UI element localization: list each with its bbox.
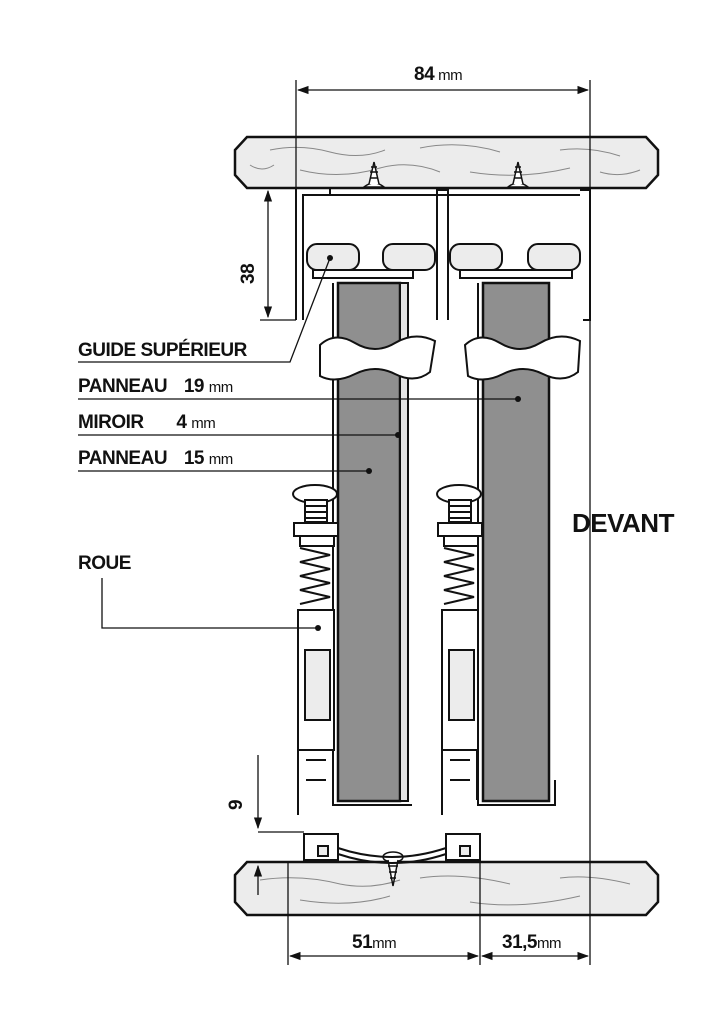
overall-width-dimension: 84 mm	[414, 64, 463, 86]
left-wheel-assembly	[292, 484, 339, 815]
top-rollers	[306, 243, 581, 279]
callout-miroir: MIROIR 4 mm	[78, 412, 216, 434]
callout-panneau-15: PANNEAU 15 mm	[78, 448, 233, 470]
bottom-left-width-dimension: 51mm	[352, 932, 397, 954]
callout-panneau-19-label: PANNEAU	[78, 376, 168, 397]
break-lines	[319, 335, 582, 381]
callout-miroir-unit: mm	[191, 415, 216, 432]
callout-panneau-15-unit: mm	[208, 451, 234, 468]
callout-leaders	[78, 257, 518, 629]
callout-miroir-value: 4	[176, 412, 187, 433]
bottom-wood-board	[233, 860, 660, 917]
callout-panneau-15-label: PANNEAU	[78, 448, 168, 469]
top-wood-board	[233, 135, 660, 190]
bottom-track	[303, 833, 481, 864]
overall-width-unit: mm	[438, 67, 463, 84]
bottom-right-width-unit: mm	[536, 935, 562, 952]
bottom-left-width-unit: mm	[372, 935, 397, 952]
callout-panneau-15-value: 15	[183, 448, 205, 469]
top-track-height-dimension: 38	[238, 263, 259, 284]
right-wheel-assembly	[436, 484, 483, 815]
callout-panneau-19-value: 19	[183, 376, 205, 397]
devant-side-label: DEVANT	[572, 508, 674, 538]
overall-width-value: 84	[414, 64, 435, 85]
callout-roue: ROUE	[78, 553, 131, 574]
bottom-clearance-dimension: 9	[226, 799, 247, 810]
bottom-right-width-value: 31,5	[502, 932, 537, 953]
callout-dots	[315, 255, 521, 631]
top-guide-track	[295, 187, 591, 321]
callout-miroir-label: MIROIR	[78, 412, 144, 433]
callout-panneau-19-unit: mm	[208, 379, 234, 396]
callout-panneau-19: PANNEAU 19 mm	[78, 376, 233, 398]
bottom-right-width-dimension: 31,5mm	[502, 932, 561, 954]
callout-guide-superieur: GUIDE SUPÉRIEUR	[78, 340, 247, 361]
bottom-left-width-value: 51	[352, 932, 373, 953]
top-screws	[361, 161, 531, 188]
dimension-lines	[253, 80, 591, 965]
